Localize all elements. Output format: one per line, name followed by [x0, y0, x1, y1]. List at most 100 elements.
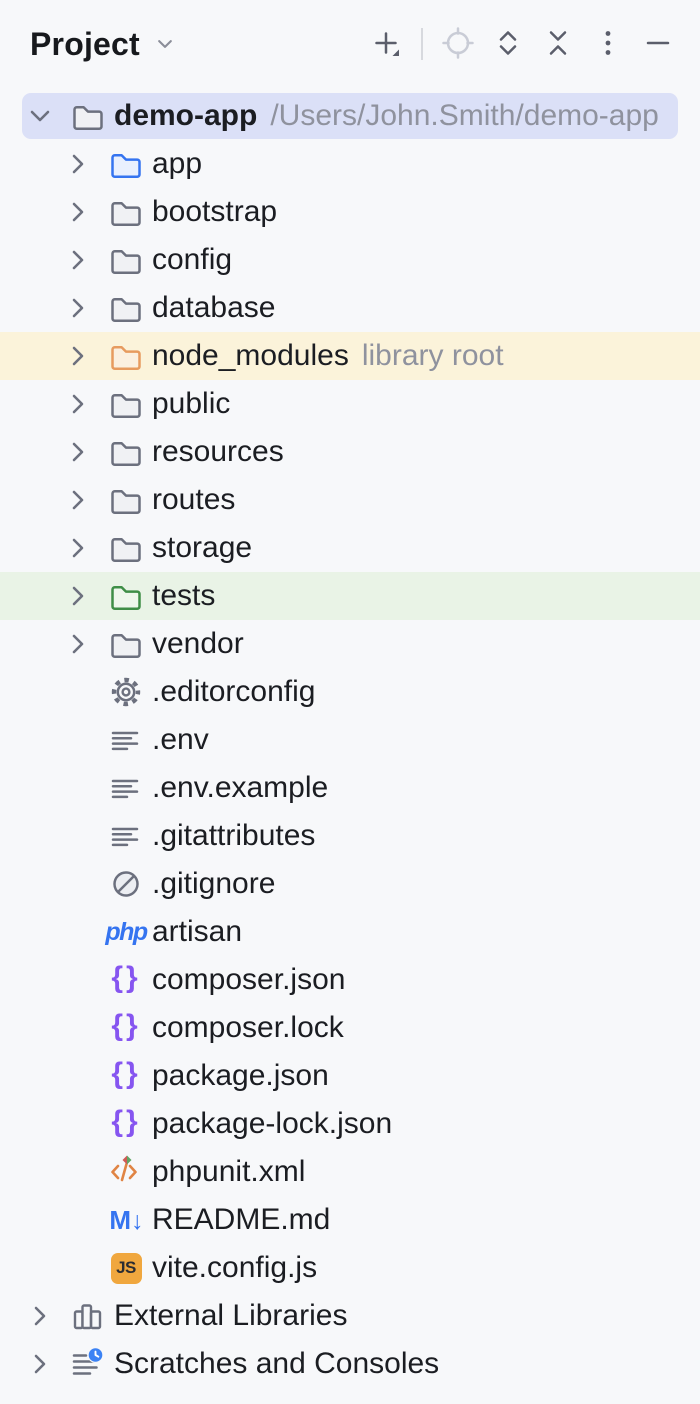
- chevron-down-icon[interactable]: [20, 98, 60, 134]
- tree-item-label: .env.example: [152, 771, 329, 804]
- javascript-icon: JS: [108, 1250, 144, 1286]
- chevron-down-icon[interactable]: [150, 29, 180, 59]
- folder-icon: [108, 194, 144, 230]
- braces-icon: {}: [111, 1057, 141, 1090]
- tree-item-label: artisan: [152, 915, 243, 948]
- tree-row-env-example[interactable]: .env.example: [0, 764, 700, 812]
- add-button[interactable]: [368, 26, 404, 62]
- chevron-right-icon[interactable]: [58, 530, 98, 566]
- tree-item-label: .env: [152, 723, 209, 756]
- chevron-spacer: [58, 1010, 98, 1046]
- tree-item-label: storage: [152, 531, 253, 564]
- tree-row-storage[interactable]: storage: [0, 524, 700, 572]
- tree-row-bootstrap[interactable]: bootstrap: [0, 188, 700, 236]
- tree-item-label: README.md: [152, 1203, 331, 1236]
- chevron-spacer: [58, 674, 98, 710]
- tree-row-env[interactable]: .env: [0, 716, 700, 764]
- tree-row-package-lock-json[interactable]: {} package-lock.json: [0, 1100, 700, 1148]
- chevron-spacer: [58, 1154, 98, 1190]
- tree-item-label: Scratches and Consoles: [114, 1347, 440, 1380]
- tree-row-database[interactable]: database: [0, 284, 700, 332]
- chevron-spacer: [58, 770, 98, 806]
- tree-item-label: phpunit.xml: [152, 1155, 306, 1188]
- text-file-icon: [108, 722, 144, 758]
- hide-button[interactable]: [640, 26, 676, 62]
- root-folder-path: /Users/John.Smith/demo-app: [270, 99, 659, 132]
- tree-item-label: tests: [152, 579, 216, 612]
- tree-item-label: composer.lock: [152, 1011, 344, 1044]
- more-options-button[interactable]: [590, 26, 626, 62]
- tree-row-editorconfig[interactable]: .editorconfig: [0, 668, 700, 716]
- tree-item-label: .gitignore: [152, 867, 276, 900]
- chevron-right-icon[interactable]: [58, 242, 98, 278]
- chevron-right-icon[interactable]: [58, 290, 98, 326]
- tree-item-label: database: [152, 291, 276, 324]
- chevron-right-icon[interactable]: [58, 146, 98, 182]
- tree-item-badge: library root: [361, 339, 504, 372]
- tree-row-readme-md[interactable]: M↓ README.md: [0, 1196, 700, 1244]
- chevron-right-icon[interactable]: [58, 578, 98, 614]
- tree-row-root[interactable]: demo-app /Users/John.Smith/demo-app: [0, 92, 700, 140]
- locate-file-button[interactable]: [440, 26, 476, 62]
- braces-icon: {}: [111, 1105, 141, 1138]
- tree-item-label: package-lock.json: [152, 1107, 393, 1140]
- chevron-spacer: [58, 1250, 98, 1286]
- root-folder-name: demo-app: [114, 99, 258, 132]
- chevron-spacer: [58, 866, 98, 902]
- folder-icon: [108, 386, 144, 422]
- tree-item-label: vendor: [152, 627, 244, 660]
- tree-item-label: routes: [152, 483, 236, 516]
- folder-icon: [108, 434, 144, 470]
- tree-row-tests[interactable]: tests: [0, 572, 700, 620]
- markdown-icon: M↓: [109, 1204, 143, 1235]
- tree-item-label: composer.json: [152, 963, 346, 996]
- scratches-icon: [70, 1346, 106, 1382]
- chevron-spacer: [58, 962, 98, 998]
- tree-item-label: resources: [152, 435, 284, 468]
- chevron-right-icon[interactable]: [20, 1298, 60, 1334]
- tool-window-title[interactable]: Project: [30, 25, 140, 62]
- braces-icon: {}: [111, 1009, 141, 1042]
- tree-row-external-libraries[interactable]: External Libraries: [0, 1292, 700, 1340]
- chevron-right-icon[interactable]: [58, 434, 98, 470]
- expand-all-button[interactable]: [490, 26, 526, 62]
- expand-all-icon: [490, 25, 526, 64]
- tree-row-app[interactable]: app: [0, 140, 700, 188]
- chevron-right-icon[interactable]: [58, 338, 98, 374]
- tree-item-label: External Libraries: [114, 1299, 348, 1332]
- tree-row-public[interactable]: public: [0, 380, 700, 428]
- collapse-all-button[interactable]: [540, 26, 576, 62]
- tree-row-composer-json[interactable]: {}composer.json: [0, 956, 700, 1004]
- chevron-spacer: [58, 1058, 98, 1094]
- tree-row-phpunit-xml[interactable]: phpunit.xml: [0, 1148, 700, 1196]
- folder-icon: [108, 626, 144, 662]
- chevron-right-icon[interactable]: [20, 1346, 60, 1382]
- tree-row-scratches-and-consoles[interactable]: Scratches and Consoles: [0, 1340, 700, 1388]
- tree-row-gitignore[interactable]: .gitignore: [0, 860, 700, 908]
- tree-row-resources[interactable]: resources: [0, 428, 700, 476]
- chevron-right-icon[interactable]: [58, 482, 98, 518]
- tree-row-gitattributes[interactable]: .gitattributes: [0, 812, 700, 860]
- text-file-icon: [108, 818, 144, 854]
- chevron-right-icon[interactable]: [58, 386, 98, 422]
- tree-row-vendor[interactable]: vendor: [0, 620, 700, 668]
- tree-row-config[interactable]: config: [0, 236, 700, 284]
- folder-icon: [108, 242, 144, 278]
- tree-item-label: public: [152, 387, 231, 420]
- tree-row-composer-lock[interactable]: {} composer.lock: [0, 1004, 700, 1052]
- chevron-right-icon[interactable]: [58, 626, 98, 662]
- tool-window-header: Project: [0, 0, 700, 88]
- tree-row-routes[interactable]: routes: [0, 476, 700, 524]
- folder-icon: [70, 98, 106, 134]
- tree-row-package-json[interactable]: {}package.json: [0, 1052, 700, 1100]
- minus-icon: [640, 25, 676, 64]
- target-icon: [440, 25, 476, 64]
- chevron-right-icon[interactable]: [58, 194, 98, 230]
- chevron-spacer: [58, 914, 98, 950]
- chevron-spacer: [58, 722, 98, 758]
- folder-icon: [108, 530, 144, 566]
